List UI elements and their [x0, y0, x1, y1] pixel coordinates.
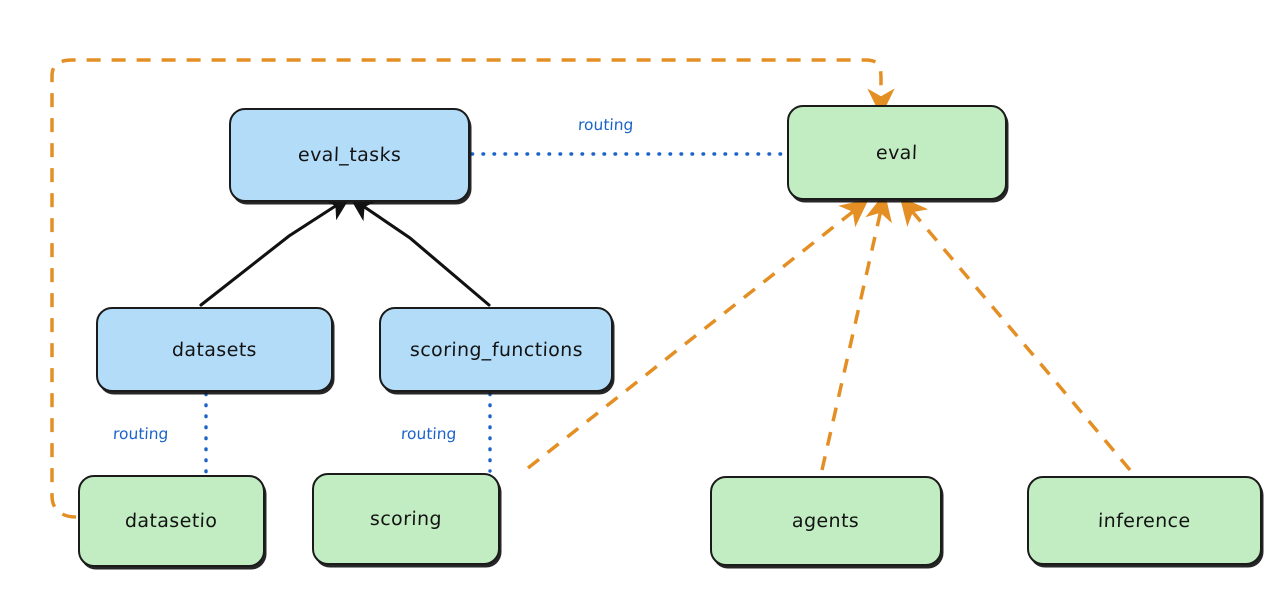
edge-label-routing-scoring-functions-scoring: routing — [400, 425, 457, 443]
node-datasets[interactable]: datasets — [96, 307, 333, 392]
node-eval-tasks-label: eval_tasks — [297, 144, 402, 166]
node-scoring-functions-label: scoring_functions — [409, 338, 583, 361]
node-scoring[interactable]: scoring — [312, 473, 500, 565]
edge-datasets-to-eval-tasks — [199, 195, 352, 307]
edge-agents-to-eval — [820, 192, 892, 471]
edge-label-routing-datasets-datasetio: routing — [112, 425, 169, 443]
node-eval-label: eval — [875, 141, 919, 164]
edge-label-routing-eval-tasks-eval: routing — [577, 116, 634, 134]
node-scoring-functions[interactable]: scoring_functions — [379, 307, 613, 392]
node-eval[interactable]: eval — [787, 105, 1007, 200]
node-scoring-label: scoring — [369, 508, 443, 530]
edge-scoring-functions-to-eval-tasks — [349, 196, 491, 307]
node-datasetio[interactable]: datasetio — [78, 475, 265, 567]
node-agents[interactable]: agents — [710, 476, 942, 566]
node-agents-label: agents — [792, 510, 860, 532]
node-datasetio-label: datasetio — [124, 510, 219, 532]
node-eval-tasks[interactable]: eval_tasks — [229, 108, 470, 202]
node-inference[interactable]: inference — [1027, 476, 1262, 565]
node-inference-label: inference — [1097, 509, 1192, 532]
edge-inference-to-eval — [899, 196, 1132, 472]
node-datasets-label: datasets — [171, 338, 258, 361]
